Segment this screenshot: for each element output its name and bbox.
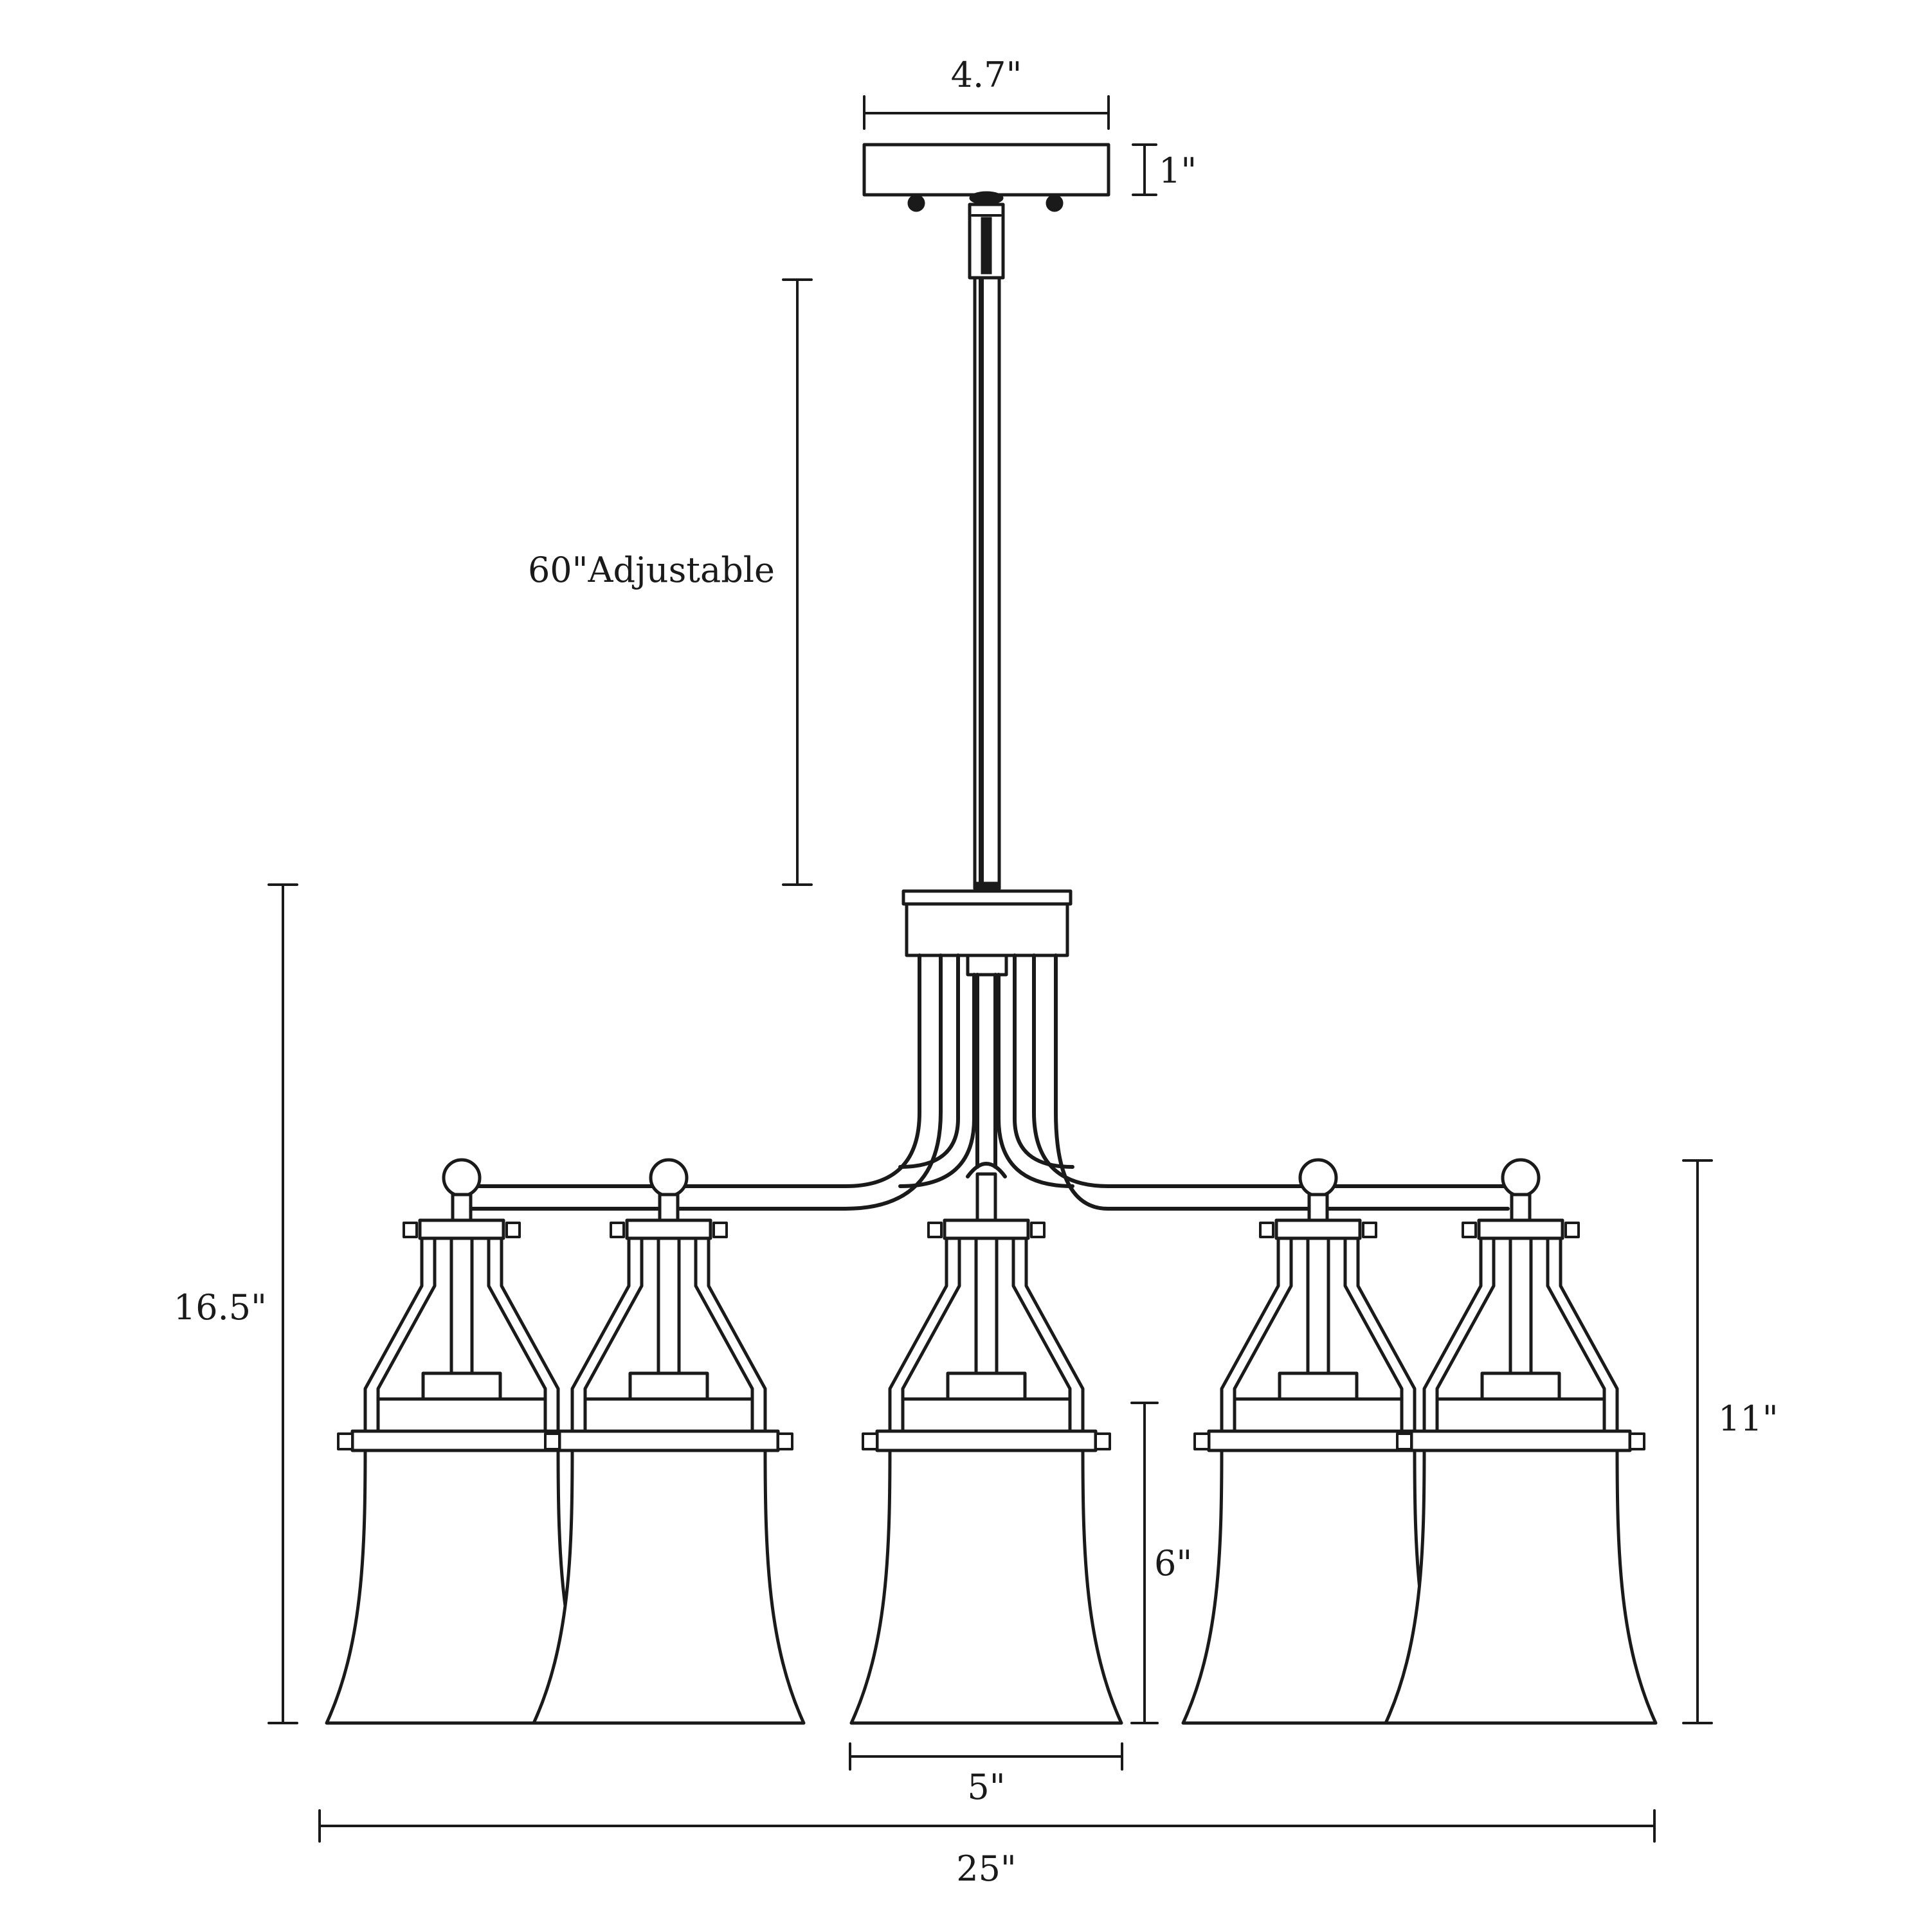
lamp-cap-pin-left (1259, 1222, 1274, 1238)
lamp-gallery-ring (1409, 1429, 1632, 1452)
fixture-height-dimension (1682, 1159, 1713, 1724)
overall-width-label: 25" (956, 1848, 1017, 1889)
canopy-width-label: 4.7" (951, 55, 1022, 95)
lamp-gallery-ring (557, 1429, 780, 1452)
lamp-gallery-ring (350, 1429, 573, 1452)
lamp-ring-pin-left (337, 1432, 354, 1450)
lamp-cage-wire-left (363, 1236, 424, 1445)
fixture-height-label: 11" (1718, 1398, 1779, 1439)
lamp-cap (418, 1218, 505, 1240)
lamp-socket-base (901, 1397, 1072, 1433)
rod-length-label: 60"Adjustable (528, 550, 775, 590)
downrod (973, 276, 1001, 890)
shade-width-dimension (849, 1742, 1123, 1771)
overall-width-dimension (318, 1809, 1656, 1843)
lamp-ring-pin-right (777, 1432, 793, 1450)
lamp-socket (1278, 1371, 1359, 1401)
lamp-socket (1480, 1371, 1561, 1401)
shade-height-label: 6" (1154, 1543, 1192, 1584)
lamp-2 (532, 1158, 806, 1725)
lamp-cage-rod (974, 1236, 999, 1375)
lamp-cage-wire-left (1220, 1236, 1280, 1445)
lamp-cage-wire-right (707, 1236, 767, 1445)
dimension-lines (267, 95, 1713, 1843)
lamp-socket-base (376, 1397, 547, 1433)
shade-width-label: 5" (967, 1767, 1005, 1807)
lamp-cap-pin-left (927, 1222, 943, 1238)
lamp-socket (628, 1371, 709, 1401)
lamps (325, 1158, 1658, 1725)
arms (466, 953, 1510, 1211)
lamp-socket (946, 1371, 1027, 1401)
lamp-stem (1510, 1193, 1532, 1222)
lamp-socket-base (583, 1397, 754, 1433)
overall-height-dimension (267, 883, 298, 1724)
lamp-cap-pin-left (403, 1222, 418, 1238)
lamp-socket-base (1233, 1397, 1404, 1433)
shade-height-dimension (1130, 1402, 1159, 1724)
lamp-ball-joint (442, 1158, 482, 1198)
lamp-4 (1181, 1158, 1455, 1725)
lamp-stem (975, 1172, 997, 1222)
overall-height-label: 16.5" (174, 1287, 267, 1328)
lamp-ball-joint (649, 1158, 689, 1198)
lamp-gallery-ring (875, 1429, 1098, 1452)
lamp-stem (451, 1193, 473, 1222)
lamp-cap-pin-right (1030, 1222, 1046, 1238)
lamp-cap-pin-left (1462, 1222, 1477, 1238)
lamp-cage-wire-left (1422, 1236, 1483, 1445)
rod-length-dimension (782, 278, 813, 886)
lamp-socket (421, 1371, 502, 1401)
lamp-glass-shade (849, 1449, 1123, 1725)
lamp-ring-pin-right (1094, 1432, 1111, 1450)
lamp-cap-pin-right (505, 1222, 521, 1238)
lamp-ring-pin-left (1193, 1432, 1210, 1450)
ceiling-canopy (862, 143, 1110, 280)
lamp-gallery-ring (1207, 1429, 1429, 1452)
canopy-width-dimension (863, 95, 1110, 130)
lamp-glass-shade (532, 1449, 806, 1725)
lamp-cap (1477, 1218, 1564, 1240)
lamp-glass-shade (1384, 1449, 1658, 1725)
lamp-cap-pin-right (1564, 1222, 1580, 1238)
lamp-3 (849, 1172, 1123, 1725)
lamp-cage-wire-right (1559, 1236, 1619, 1445)
canopy-height-dimension (1132, 143, 1157, 196)
lamp-cap-pin-right (1362, 1222, 1377, 1238)
lamp-stem (658, 1193, 680, 1222)
lamp-5 (1384, 1158, 1658, 1725)
canopy-height-label: 1" (1159, 150, 1197, 191)
lamp-cage-rod (1508, 1236, 1533, 1375)
lamp-1 (325, 1158, 599, 1725)
lamp-cap-pin-left (610, 1222, 625, 1238)
lamp-ring-pin-left (544, 1432, 561, 1450)
lamp-cap (1274, 1218, 1362, 1240)
lamp-cap (943, 1218, 1030, 1240)
lamp-cage-wire-right (1024, 1236, 1085, 1445)
lamp-cage-wire-left (570, 1236, 631, 1445)
lamp-stem (1307, 1193, 1329, 1222)
lamp-socket-base (1435, 1397, 1606, 1433)
lamp-cage-wire-left (888, 1236, 948, 1445)
lamp-ball-joint (1501, 1158, 1541, 1198)
lamp-cage-rod (657, 1236, 681, 1375)
dimension-labels: 4.7" 1" 60"Adjustable 16.5" 6" 11" 5" 25… (174, 55, 1779, 1889)
lamp-ring-pin-left (862, 1432, 878, 1450)
lamp-ring-pin-right (1629, 1432, 1645, 1450)
center-hub (901, 889, 1073, 977)
lamp-cap (625, 1218, 712, 1240)
lamp-ring-pin-left (1396, 1432, 1413, 1450)
lamp-cage-wire-right (1356, 1236, 1417, 1445)
lamp-cage-rod (449, 1236, 474, 1375)
lamp-cap-pin-right (712, 1222, 728, 1238)
lamp-cage-rod (1306, 1236, 1330, 1375)
lamp-cage-wire-right (500, 1236, 560, 1445)
lamp-ball-joint (1298, 1158, 1338, 1198)
